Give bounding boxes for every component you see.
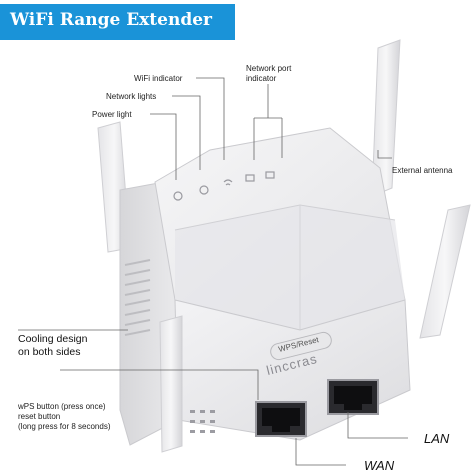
status-indicators (173, 171, 275, 201)
wps-callout-line1: wPS button (press once) (18, 402, 106, 411)
network-port-label-2: indicator (246, 74, 277, 83)
cooling-vents-left (124, 259, 151, 336)
power-light-label: Power light (92, 110, 132, 119)
lan-port (327, 379, 379, 415)
wps-button (270, 331, 332, 361)
wifi-indicator-label: WiFi indicator (134, 74, 183, 83)
wifi-icon (223, 179, 233, 186)
cooling-label-2: on both sides (18, 346, 81, 358)
port-icon-1 (245, 174, 255, 182)
cooling-vents-front (190, 410, 215, 433)
antenna-front-left (159, 315, 183, 453)
title-banner: WiFi Range Extender (0, 4, 235, 40)
wps-callout-line3: (long press for 8 seconds) (18, 422, 111, 431)
network-icon (199, 185, 209, 195)
wan-port (255, 401, 307, 437)
callout-lines (18, 77, 408, 466)
antenna-front-right (419, 204, 471, 339)
antenna-back-right (371, 39, 401, 197)
wan-label: WAN (364, 458, 395, 473)
cooling-label-1: Cooling design (18, 333, 88, 345)
wps-callout-line2: reset button (18, 412, 61, 421)
network-lights-label: Network lights (106, 92, 157, 101)
banner-title: WiFi Range Extender (10, 10, 212, 30)
external-antenna-label: External antenna (392, 166, 453, 175)
network-port-label-1: Network port (246, 64, 292, 73)
power-icon (173, 191, 183, 201)
port-icon-2 (265, 171, 275, 179)
lan-label: LAN (424, 431, 450, 446)
